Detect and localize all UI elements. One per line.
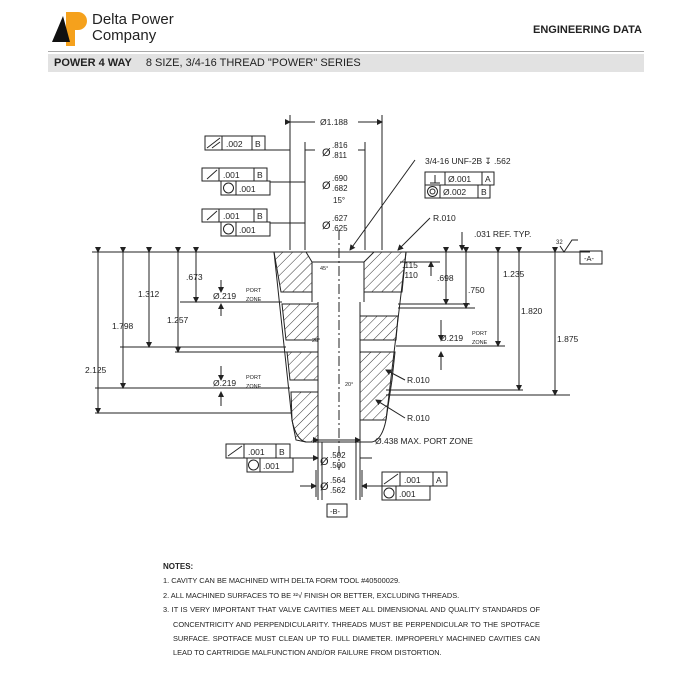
dim-dia-627-lower: .625 bbox=[332, 224, 348, 233]
section-hatching bbox=[273, 251, 407, 443]
dim-dia-symbol: Ø bbox=[320, 456, 329, 468]
dim-673: .673 bbox=[186, 272, 203, 282]
dim-dia-816-lower: .811 bbox=[332, 151, 348, 160]
dim-angle-15: 15° bbox=[333, 196, 345, 205]
dim-110: .110 bbox=[402, 270, 418, 280]
notes-title: NOTES: bbox=[163, 562, 194, 571]
port-zone-dia: Ø.219 bbox=[213, 378, 236, 388]
dim-dia-symbol: Ø bbox=[322, 220, 331, 232]
port-zone-label: PORT bbox=[246, 375, 262, 381]
port-zone-label: PORT bbox=[246, 288, 262, 294]
fcf-circularity-001: .001 bbox=[239, 184, 256, 194]
port-zone-label: ZONE bbox=[246, 297, 262, 303]
fcf-circularity-001: .001 bbox=[263, 461, 280, 471]
ref-dimension: .031 REF. TYP. bbox=[474, 229, 531, 239]
note-3: 3. IT IS VERY IMPORTANT THAT VALVE CAVIT… bbox=[163, 605, 540, 658]
dim-1235: 1.235 bbox=[503, 269, 525, 279]
port-zone-label: PORT bbox=[472, 331, 488, 337]
company-name-line1: Delta Power bbox=[92, 11, 174, 28]
dim-dia-symbol: Ø bbox=[320, 481, 329, 493]
product-description: 8 SIZE, 3/4-16 THREAD "POWER" SERIES bbox=[145, 57, 361, 69]
fcf-runout-001-value: .001 bbox=[223, 211, 240, 221]
fcf-circularity-001: .001 bbox=[399, 489, 416, 499]
dimension-labels: Ø1.188 Ø .816 .811 Ø .690 .682 15° Ø .62… bbox=[85, 117, 595, 516]
product-bar: POWER 4 WAY 8 SIZE, 3/4-16 THREAD "POWER"… bbox=[48, 54, 644, 72]
dim-dia-564-lower: .562 bbox=[330, 486, 346, 495]
dim-dia-502-lower: .500 bbox=[330, 461, 346, 470]
notes-section: NOTES: 1. CAVITY CAN BE MACHINED WITH DE… bbox=[163, 560, 540, 661]
dim-2125: 2.125 bbox=[85, 365, 107, 375]
dim-dia-690-upper: .690 bbox=[332, 174, 348, 183]
fcf-perpendicularity-value: Ø.001 bbox=[448, 174, 471, 184]
fcf-runout-001-datum: A bbox=[436, 475, 442, 485]
fcf-circularity-001: .001 bbox=[239, 225, 256, 235]
section-title: ENGINEERING DATA bbox=[533, 24, 642, 36]
dim-dia-627-upper: .627 bbox=[332, 214, 348, 223]
dim-1257: 1.257 bbox=[167, 315, 189, 325]
datum-b-label: -B- bbox=[330, 507, 341, 516]
fcf-runout-001-datum: B bbox=[257, 211, 263, 221]
company-logo bbox=[52, 12, 87, 46]
dim-dia-816-upper: .816 bbox=[332, 141, 348, 150]
dim-dia-690-lower: .682 bbox=[332, 184, 348, 193]
dim-1875: 1.875 bbox=[557, 334, 579, 344]
fcf-runout-002-value: .002 bbox=[226, 139, 243, 149]
fcf-concentricity-datum: B bbox=[481, 187, 487, 197]
radius-callout: R.010 bbox=[433, 213, 456, 223]
note-1: 1. CAVITY CAN BE MACHINED WITH DELTA FOR… bbox=[163, 576, 401, 586]
angle-45: 45° bbox=[320, 266, 328, 272]
port-zone-dia: Ø.219 bbox=[440, 333, 463, 343]
fcf-runout-001-value: .001 bbox=[248, 447, 265, 457]
dim-dia-1188: Ø1.188 bbox=[320, 117, 348, 127]
fcf-runout-002-datum: B bbox=[255, 139, 261, 149]
note-2: 2. ALL MACHINED SURFACES TO BE ³²√ FINIS… bbox=[163, 590, 460, 600]
dim-1312: 1.312 bbox=[138, 289, 160, 299]
datum-a-box bbox=[579, 250, 603, 265]
fcf-texts: .002 B .001 B .001 .001 B .001 Ø.001 A Ø… bbox=[223, 139, 491, 499]
header-divider bbox=[48, 51, 644, 52]
runout-icon bbox=[206, 137, 399, 485]
radius-callout: R.010 bbox=[407, 413, 430, 423]
dim-dia-symbol: Ø bbox=[322, 180, 331, 192]
fcf-runout-001-datum: B bbox=[257, 170, 263, 180]
company-name-line2: Company bbox=[92, 27, 157, 44]
fcf-runout-001-datum: B bbox=[279, 447, 285, 457]
dim-115: .115 bbox=[402, 260, 418, 270]
datum-b-box bbox=[326, 503, 348, 518]
dim-1820: 1.820 bbox=[521, 306, 543, 316]
port-zone-label: ZONE bbox=[246, 384, 262, 390]
angle-20: 20° bbox=[345, 382, 353, 388]
datum-a-label: -A- bbox=[584, 254, 595, 263]
surface-finish-value: 32 bbox=[556, 240, 563, 246]
dim-1798: 1.798 bbox=[112, 321, 134, 331]
dim-dia-564-upper: .564 bbox=[330, 476, 346, 485]
company-name: Delta Power Company bbox=[92, 12, 174, 44]
port-zone-dia: Ø.219 bbox=[213, 291, 236, 301]
fcf-runout-001-value: .001 bbox=[223, 170, 240, 180]
max-port-zone: Ø.438 MAX. PORT ZONE bbox=[375, 436, 473, 446]
fcf-runout-001-value: .001 bbox=[404, 475, 421, 485]
angle-20: 20° bbox=[312, 338, 320, 344]
radius-callout: R.010 bbox=[407, 375, 430, 385]
dim-dia-symbol: Ø bbox=[322, 147, 331, 159]
dim-750: .750 bbox=[468, 285, 485, 295]
port-zone-label: ZONE bbox=[472, 340, 488, 346]
dim-dia-502-upper: .502 bbox=[330, 451, 346, 460]
fcf-perpendicularity-datum: A bbox=[485, 174, 491, 184]
product-name: POWER 4 WAY bbox=[54, 57, 132, 69]
fcf-concentricity-value: Ø.002 bbox=[443, 187, 466, 197]
surface-finish-symbol bbox=[559, 239, 578, 253]
dim-698: .698 bbox=[437, 273, 454, 283]
thread-callout: 3/4-16 UNF-2B ↧ .562 bbox=[425, 156, 511, 166]
